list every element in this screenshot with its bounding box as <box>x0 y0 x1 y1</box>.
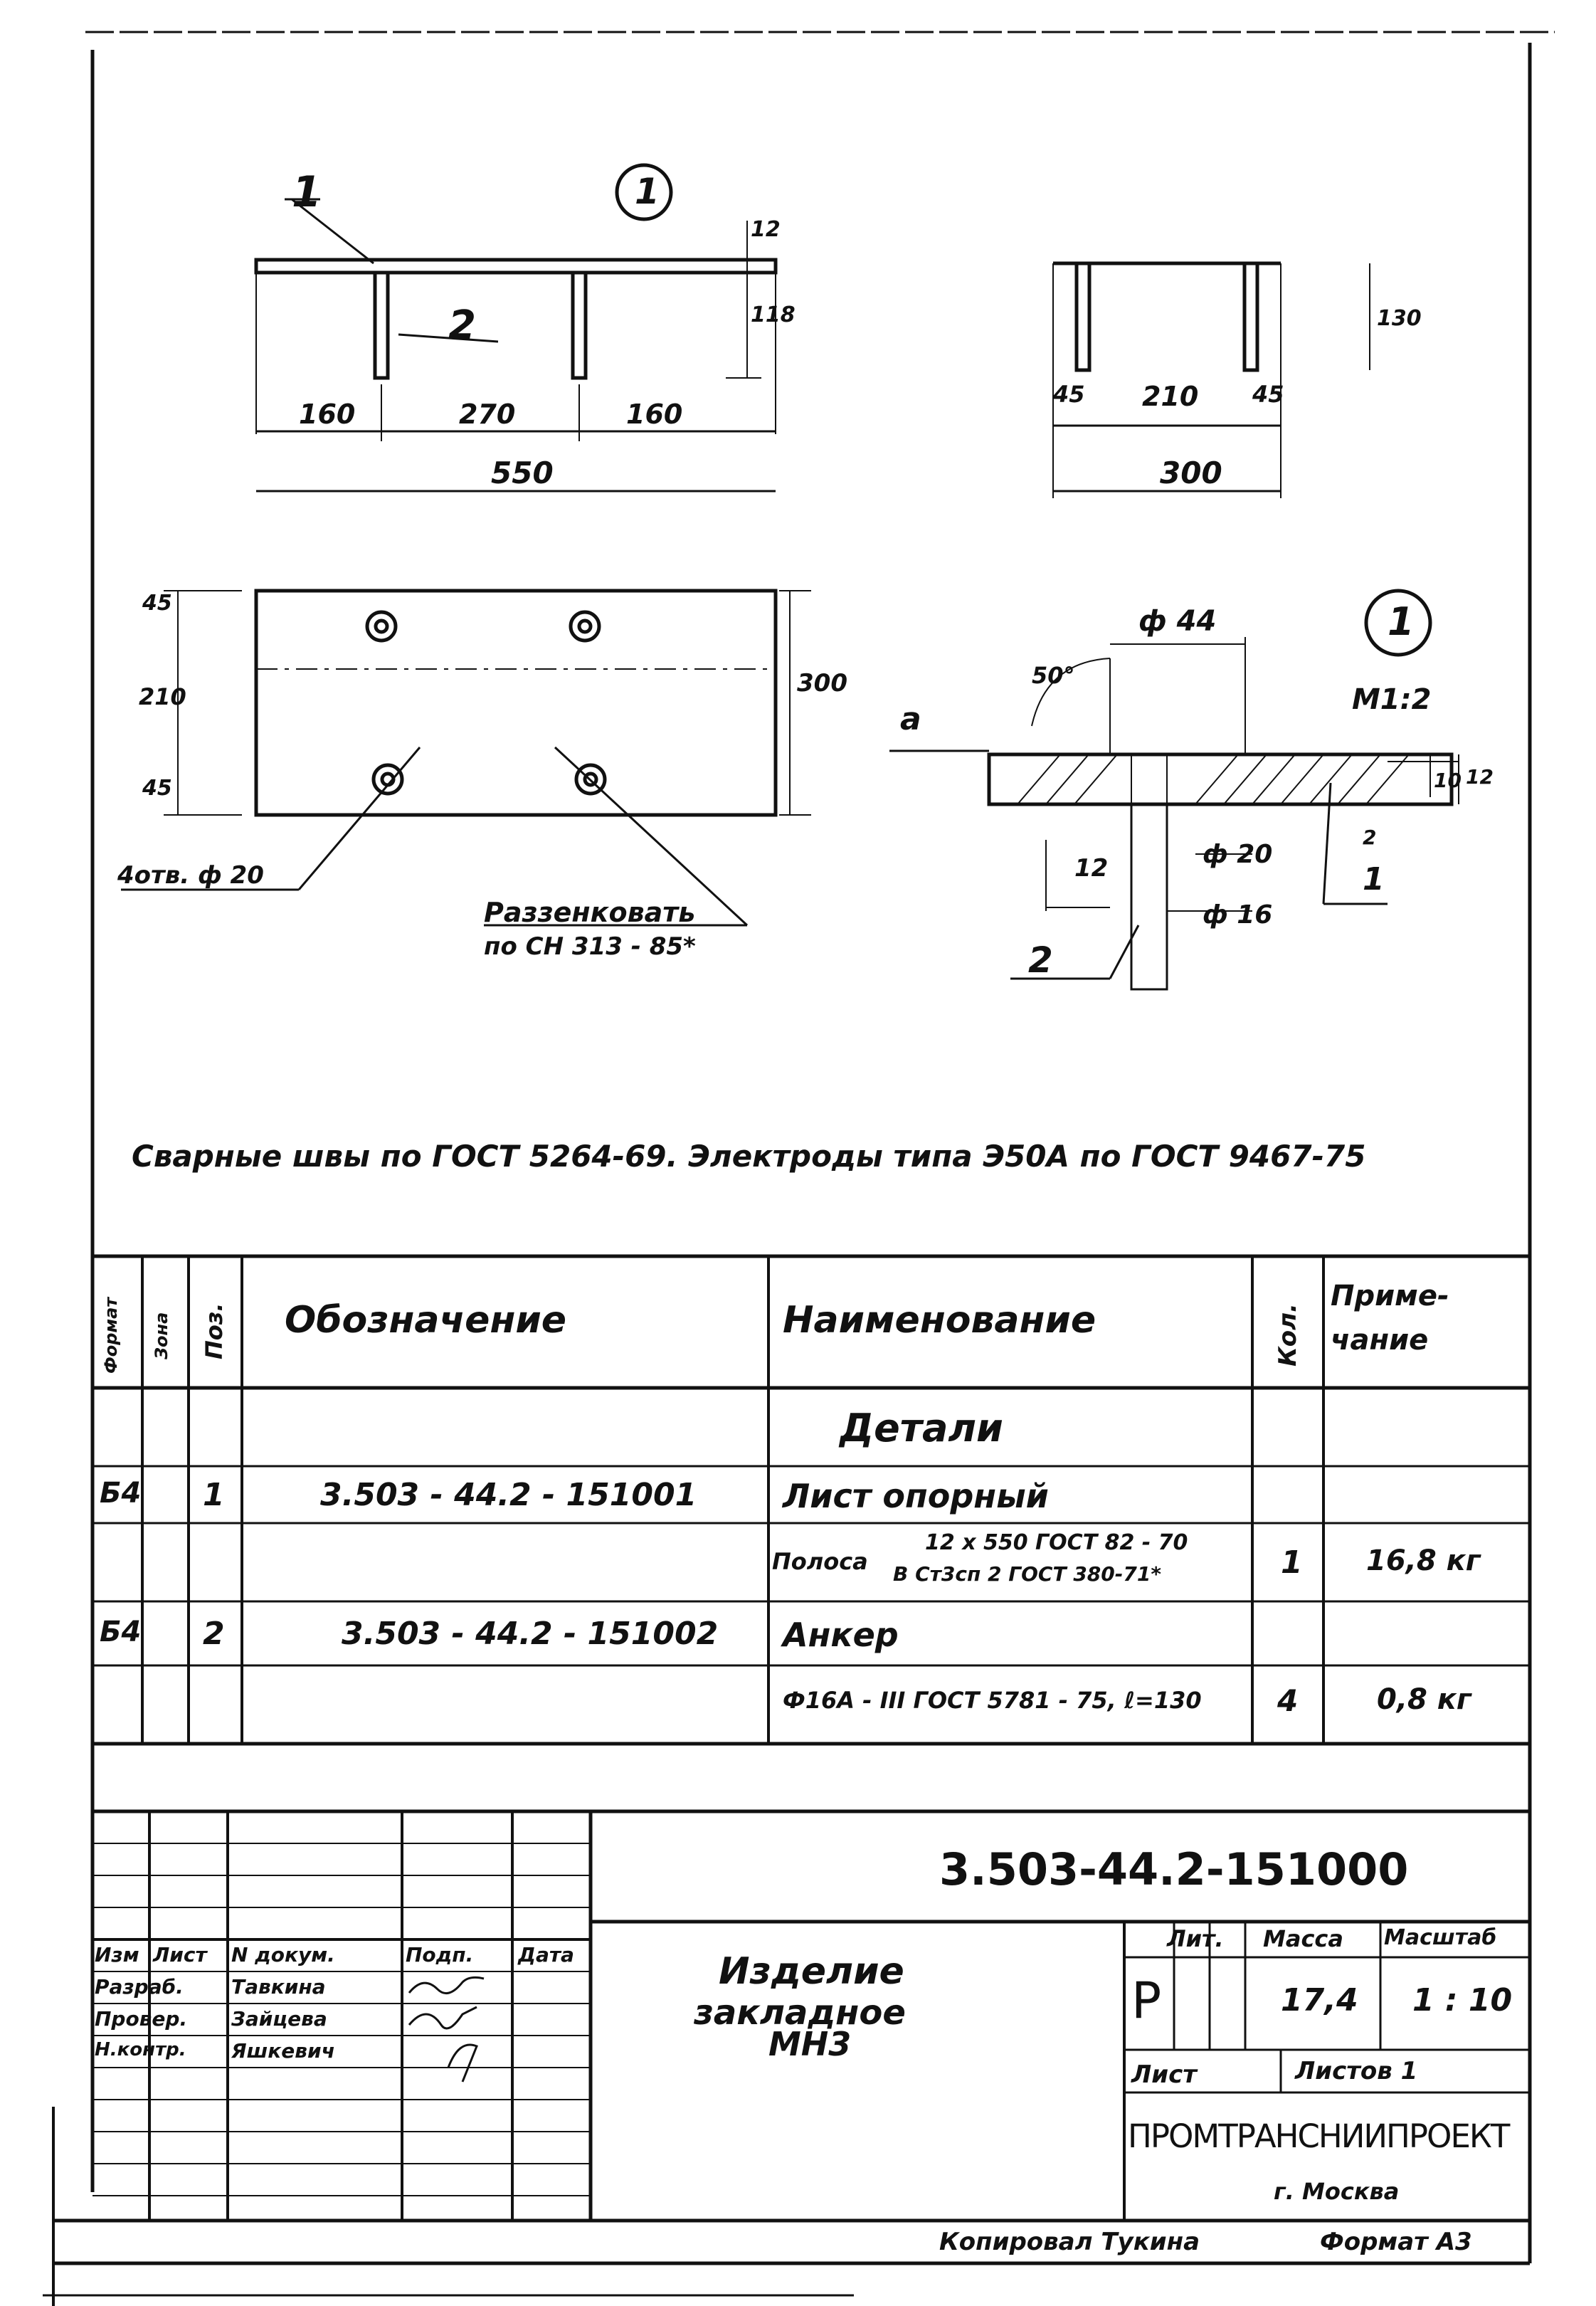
detail-pos-2: 2 <box>1028 939 1053 981</box>
title-mass-header: Масса <box>1263 1925 1343 1952</box>
side-dim-right: 45 <box>1252 381 1284 408</box>
detail-dia-16: ф 16 <box>1203 900 1273 930</box>
spec-header-name: Наименование <box>783 1299 1096 1342</box>
spec-row1-pos: 1 <box>203 1477 225 1513</box>
detail-angle: 50° <box>1032 662 1075 689</box>
spec-row2-name-top: 12 x 550 ГОСТ 82 - 70 <box>925 1530 1188 1555</box>
front-dim-mid: 270 <box>459 399 516 430</box>
title-line1: Изделие <box>719 1950 904 1993</box>
title-line3: МН3 <box>768 2025 852 2063</box>
detail-dim-12-left: 12 <box>1074 854 1109 883</box>
plan-dim-bottom: 45 <box>142 776 172 801</box>
spec-header-note: Приме-чание <box>1331 1280 1449 1357</box>
detail-dia-top: ф 44 <box>1138 605 1217 638</box>
spec-section: Детали <box>840 1406 1003 1451</box>
stamp-col-sign: Подп. <box>406 1943 474 1967</box>
detail-dia-20: ф 20 <box>1203 840 1273 869</box>
detail-mark-a: а <box>900 701 921 737</box>
spec-row3-name: Анкер <box>783 1616 899 1654</box>
spec-header-qty: Кол. <box>1274 1303 1302 1367</box>
detail-pos-1: 1 <box>1363 861 1385 897</box>
detail-dim-2: 2 <box>1363 826 1377 849</box>
spec-row3-format: Б4 <box>100 1616 142 1648</box>
front-dim-right: 160 <box>626 399 683 430</box>
stamp-role-3: Н.контр. <box>95 2039 186 2060</box>
spec-header-pos: Поз. <box>201 1302 228 1359</box>
front-dim-anchor: 118 <box>751 302 796 327</box>
detail-dim-12-right: 12 <box>1466 765 1494 789</box>
welding-note: Сварные швы по ГОСТ 5264-69. Электроды т… <box>132 1139 1366 1174</box>
plan-countersink-2: по СН 313 - 85* <box>484 932 696 961</box>
stamp-col-doc: N докум. <box>231 1943 335 1967</box>
front-dim-total: 550 <box>491 456 554 490</box>
plan-countersink-1: Раззенковать <box>484 897 696 928</box>
stamp-role-2: Провер. <box>95 2007 188 2031</box>
detail-scale: М1:2 <box>1352 683 1432 716</box>
title-code: 3.503-44.2-151000 <box>939 1843 1409 1895</box>
spec-row2-name-bot: В Ст3сп 2 ГОСТ 380-71* <box>893 1562 1161 1586</box>
stamp-name-2: Зайцева <box>231 2007 327 2031</box>
front-pos-anchor: 2 <box>448 302 476 349</box>
stamp-col-izm: Изм <box>95 1943 139 1967</box>
spec-row2-note: 16,8 кг <box>1366 1544 1481 1577</box>
spec-row2-name: Полоса <box>772 1548 868 1575</box>
stamp-role-1: Разраб. <box>95 1975 184 1999</box>
title-scale-value: 1 : 10 <box>1412 1982 1513 2018</box>
front-callout: 1 <box>635 171 660 212</box>
stamp-col-list: Лист <box>153 1943 207 1967</box>
spec-row3-designation: 3.503 - 44.2 - 151002 <box>342 1616 719 1652</box>
plan-dim-top: 45 <box>142 591 172 616</box>
spec-row1-designation: 3.503 - 44.2 - 151001 <box>320 1477 697 1513</box>
title-scale-header: Масштаб <box>1384 1925 1497 1950</box>
spec-row4-note: 0,8 кг <box>1377 1683 1471 1716</box>
stamp-name-1: Тавкина <box>231 1975 326 1999</box>
title-mass-value: 17,4 <box>1281 1982 1358 2018</box>
plan-holes-label: 4отв. ф 20 <box>117 861 264 890</box>
stamp-col-date: Дата <box>518 1943 574 1967</box>
title-city: г. Москва <box>1274 2178 1400 2205</box>
title-lit-header: Лит. <box>1167 1925 1224 1952</box>
spec-header-format: Формат <box>101 1297 121 1374</box>
sheet-format: Формат А3 <box>1320 2228 1472 2256</box>
copied-by: Копировал Тукина <box>939 2228 1200 2256</box>
plan-dim-mid: 210 <box>139 683 186 710</box>
spec-row4-qty: 4 <box>1277 1683 1299 1718</box>
title-line2: закладное <box>694 1993 906 2033</box>
stamp-name-3: Яшкевич <box>231 2039 335 2063</box>
front-pos-plate: 1 <box>292 167 322 217</box>
title-sheets-header: Листов 1 <box>1295 2057 1418 2085</box>
spec-row2-qty: 1 <box>1281 1544 1303 1581</box>
detail-callout: 1 <box>1388 599 1415 644</box>
title-sheet-header: Лист <box>1131 2060 1197 2089</box>
plan-dim-height: 300 <box>797 669 847 697</box>
spec-row4-name: Ф16А - III ГОСТ 5781 - 75, ℓ=130 <box>783 1687 1202 1714</box>
front-dim-thk: 12 <box>751 217 781 242</box>
side-dim-mid: 210 <box>1142 381 1199 412</box>
spec-row3-pos: 2 <box>203 1616 225 1652</box>
side-dim-total: 300 <box>1160 456 1222 490</box>
spec-row1-name: Лист опорный <box>783 1477 1049 1515</box>
title-organization: ПРОМТРАНСНИИПРОЕКТ <box>1128 2117 1510 2155</box>
spec-header-zone: Зона <box>152 1312 171 1359</box>
side-dim-height: 130 <box>1377 306 1422 331</box>
spec-header-designation: Обозначение <box>285 1299 567 1342</box>
detail-dim-10: 10 <box>1434 769 1462 792</box>
side-dim-left: 45 <box>1053 381 1085 408</box>
spec-row1-format: Б4 <box>100 1477 142 1510</box>
front-dim-left: 160 <box>299 399 356 430</box>
title-lit-value: Р <box>1131 1971 1162 2030</box>
